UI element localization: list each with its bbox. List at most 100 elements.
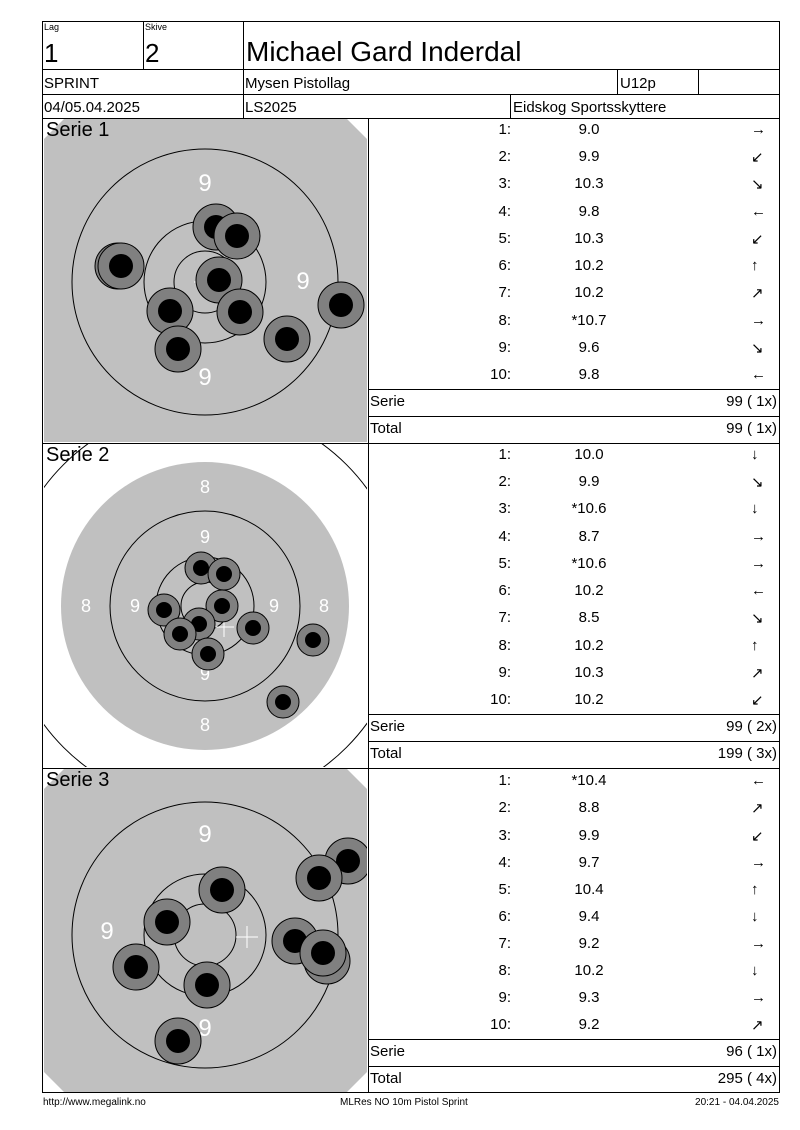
- serie-score: 99 ( 1x): [726, 393, 777, 410]
- shot-number: 5:: [498, 555, 511, 572]
- serie-score: 99 ( 2x): [726, 718, 777, 735]
- shot-hit: [154, 1017, 202, 1065]
- direction-arrow-icon: ↑: [751, 881, 759, 898]
- shot-number: 4:: [498, 203, 511, 220]
- shot-row: 8:*10.7→: [369, 312, 779, 339]
- center-cross: [236, 926, 258, 948]
- shot-hit: [205, 589, 239, 623]
- shot-row: 3:9.9↙: [369, 827, 779, 854]
- total-score: 295 ( 4x): [717, 1070, 777, 1087]
- shot-number: 3:: [498, 827, 511, 844]
- serie-label: Serie: [370, 393, 406, 410]
- direction-arrow-icon: ↙: [751, 149, 764, 166]
- direction-arrow-icon: ←: [751, 203, 766, 220]
- ring-label: 8: [81, 596, 91, 616]
- direction-arrow-icon: ↙: [751, 231, 764, 248]
- direction-arrow-icon: →: [751, 312, 766, 329]
- lag-value: 1: [44, 38, 59, 68]
- shot-number: 1:: [498, 772, 511, 789]
- shot-number: 4:: [498, 528, 511, 545]
- serie-label: Serie: [370, 718, 406, 735]
- serie-1-target: 9 9 9 Serie 1: [44, 119, 367, 442]
- shot-value: 10.2: [574, 257, 604, 274]
- ring-label: 9: [198, 821, 211, 848]
- total-score: 99 ( 1x): [726, 420, 777, 437]
- shot-row: 10:9.8←: [369, 366, 779, 393]
- shot-row: 3:10.3↘: [369, 175, 779, 202]
- shot-row: 3:*10.6↓: [369, 500, 779, 527]
- shot-number: 2:: [498, 148, 511, 165]
- serie-3-sum-row: Serie 96 ( 1x): [369, 1039, 779, 1065]
- shot-value: 9.6: [578, 339, 600, 356]
- direction-arrow-icon: →: [751, 989, 766, 1006]
- shot-row: 8:10.2↑: [369, 637, 779, 664]
- direction-arrow-icon: →: [751, 121, 766, 138]
- total-label: Total: [370, 420, 402, 437]
- serie-score: 96 ( 1x): [726, 1043, 777, 1060]
- shot-number: 10:: [490, 1016, 511, 1033]
- ring-label: 8: [200, 715, 210, 735]
- ring-label: 9: [269, 596, 279, 616]
- direction-arrow-icon: ↗: [751, 800, 764, 817]
- total-label: Total: [370, 745, 402, 762]
- direction-arrow-icon: ↑: [751, 257, 759, 274]
- shot-value: 10.3: [574, 230, 604, 247]
- shot-number: 8:: [498, 312, 511, 329]
- shot-value: *10.6: [571, 500, 607, 517]
- shot-value: 8.7: [578, 528, 600, 545]
- footer-url[interactable]: http://www.megalink.no: [43, 1097, 146, 1108]
- shot-hit: [216, 288, 264, 336]
- shot-value: 10.2: [574, 637, 604, 654]
- shot-number: 3:: [498, 175, 511, 192]
- ring-label: 8: [319, 596, 329, 616]
- ring-label: 9: [100, 918, 113, 945]
- shot-row: 9:9.3→: [369, 989, 779, 1016]
- target-face: 9 9 9: [44, 119, 367, 442]
- shot-number: 7:: [498, 609, 511, 626]
- lag-label: Lag: [44, 22, 60, 32]
- footer-timestamp: 20:21 - 04.04.2025: [695, 1097, 779, 1108]
- ring-label: 8: [200, 477, 210, 497]
- shot-row: 5:10.3↙: [369, 230, 779, 257]
- shot-row: 9:10.3↗: [369, 664, 779, 691]
- direction-arrow-icon: ↘: [751, 176, 764, 193]
- shot-number: 3:: [498, 500, 511, 517]
- direction-arrow-icon: →: [751, 854, 766, 871]
- shot-value: 9.0: [578, 121, 600, 138]
- shot-number: 5:: [498, 881, 511, 898]
- serie-2-sum-row: Serie 99 ( 2x): [369, 714, 779, 740]
- shot-row: 7:10.2↗: [369, 284, 779, 311]
- shot-number: 7:: [498, 284, 511, 301]
- shot-number: 1:: [498, 446, 511, 463]
- ring-label: 9: [200, 527, 210, 547]
- shot-hit: [154, 325, 202, 373]
- shot-row: 8:10.2↓: [369, 962, 779, 989]
- skive-value: 2: [145, 38, 160, 68]
- shooter-name: Michael Gard Inderdal: [246, 36, 522, 67]
- ring-9: [109, 510, 301, 702]
- total-label: Total: [370, 1070, 402, 1087]
- ring-label: 9: [198, 1015, 211, 1042]
- shot-value: 8.8: [578, 799, 600, 816]
- shot-value: 9.7: [578, 854, 600, 871]
- club-name: Mysen Pistollag: [245, 75, 351, 92]
- serie-title: Serie 2: [46, 444, 110, 466]
- direction-arrow-icon: ↓: [751, 962, 759, 979]
- shot-number: 2:: [498, 799, 511, 816]
- ring-label: 9: [200, 664, 210, 684]
- shot-value: 10.3: [574, 664, 604, 681]
- shot-row: 5:*10.6→: [369, 555, 779, 582]
- class-name: U12p: [620, 75, 656, 92]
- organizer-name: Eidskog Sportsskyttere: [513, 99, 667, 116]
- shot-number: 9:: [498, 339, 511, 356]
- shot-hit: [213, 212, 261, 260]
- shot-value: 9.8: [578, 203, 600, 220]
- shot-row: 6:9.4↓: [369, 908, 779, 935]
- direction-arrow-icon: ↘: [751, 340, 764, 357]
- shot-number: 10:: [490, 691, 511, 708]
- event-name: SPRINT: [44, 75, 100, 92]
- shot-row: 2:9.9↙: [369, 148, 779, 175]
- serie-label: Serie: [370, 1043, 406, 1060]
- shot-hit: [163, 617, 197, 651]
